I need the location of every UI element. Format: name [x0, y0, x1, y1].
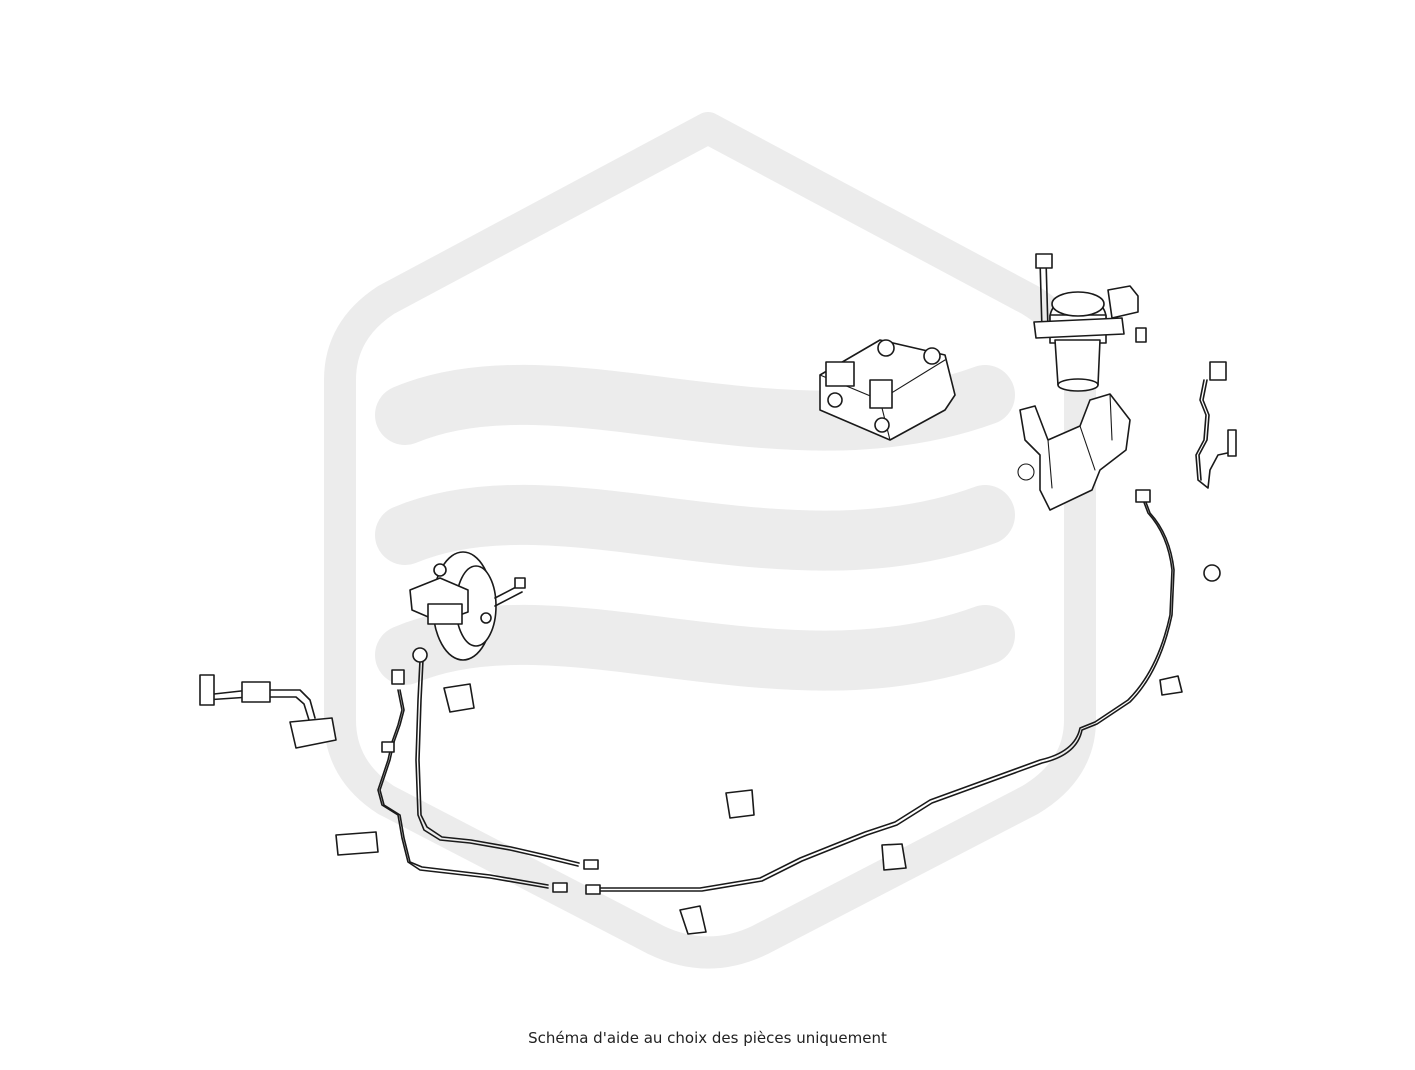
abs-control-module [819, 339, 956, 441]
brake-booster-master-cylinder [409, 551, 526, 663]
line-clips [335, 564, 1221, 935]
brake-lines [377, 379, 1233, 892]
watermark-logo [324, 112, 1096, 969]
electric-vacuum-pump [1033, 253, 1147, 392]
pump-mounting-bracket [1017, 393, 1131, 511]
diagram-caption: Schéma d'aide au choix des pièces unique… [528, 1029, 887, 1047]
brake-hose [199, 674, 337, 749]
line-fittings [381, 361, 1237, 895]
